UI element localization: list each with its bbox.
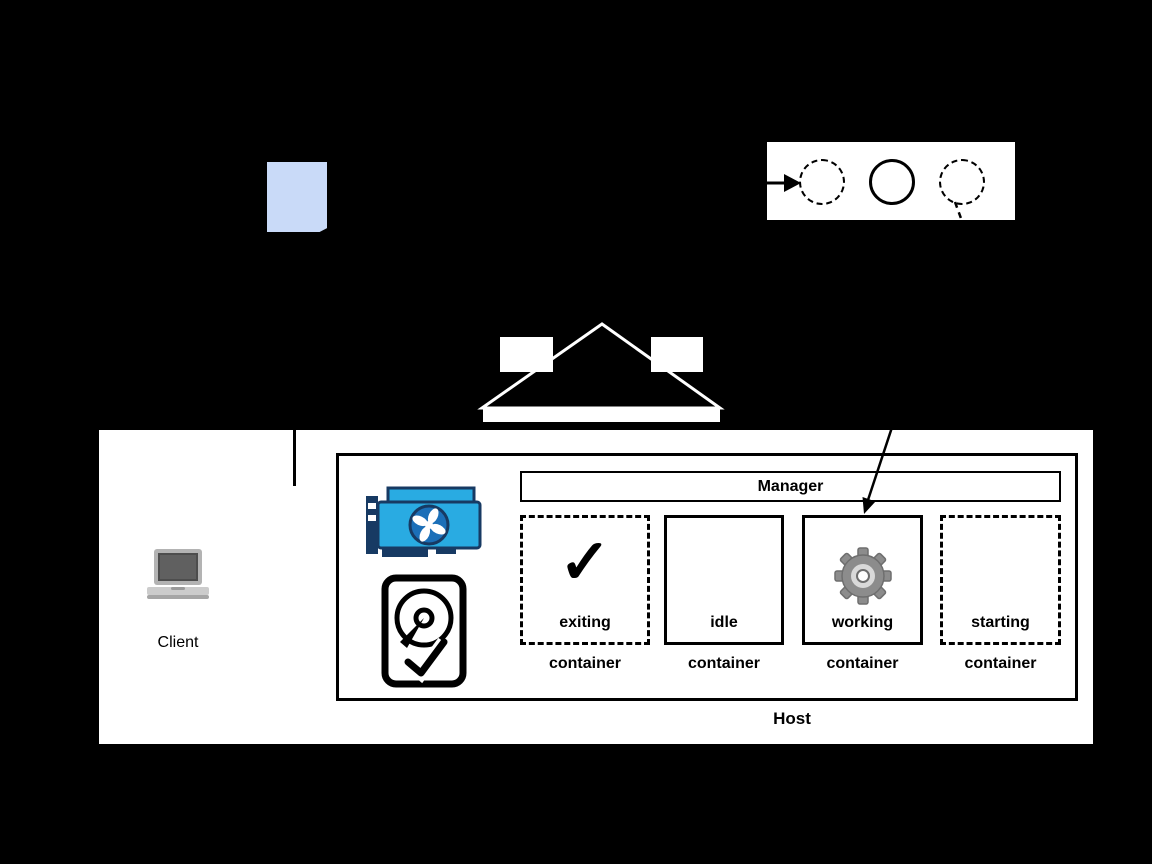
container-box-working: working [802, 515, 923, 645]
laptop-icon [147, 549, 209, 599]
gear-icon [833, 546, 893, 606]
roof-base [483, 408, 720, 422]
container-caption: container [548, 655, 621, 672]
container-state-label: working [831, 614, 894, 631]
solid-circle-icon [869, 159, 915, 205]
dashed-circle-icon [939, 159, 985, 205]
dashed-circle-icon [799, 159, 845, 205]
host-label: Host [773, 709, 811, 728]
manager-label: Manager [757, 477, 824, 495]
container-box-exiting: ✓ exiting [520, 515, 650, 645]
chimney-left [500, 337, 553, 372]
container-caption: container [826, 655, 899, 672]
chimney-right [651, 337, 703, 372]
entry-arrow-icon [767, 174, 801, 192]
checkmark-icon: ✓ [559, 528, 611, 597]
container-state-label: idle [710, 614, 738, 631]
client-connector-line [293, 430, 296, 486]
client-label: Client [157, 634, 199, 651]
document-icon [267, 162, 327, 232]
container-caption: container [687, 655, 760, 672]
container-lifecycle-box [765, 140, 1017, 222]
container-state-label: exiting [559, 614, 611, 631]
container-caption: container [964, 655, 1037, 672]
container-state-label: starting [971, 614, 1030, 631]
hard-drive-icon [381, 574, 467, 688]
document-fold-icon [310, 225, 333, 237]
container-box-idle: idle [664, 515, 784, 645]
container-box-starting: starting [940, 515, 1061, 645]
manager-bar: Manager [520, 471, 1061, 502]
gpu-card-icon [366, 486, 482, 557]
